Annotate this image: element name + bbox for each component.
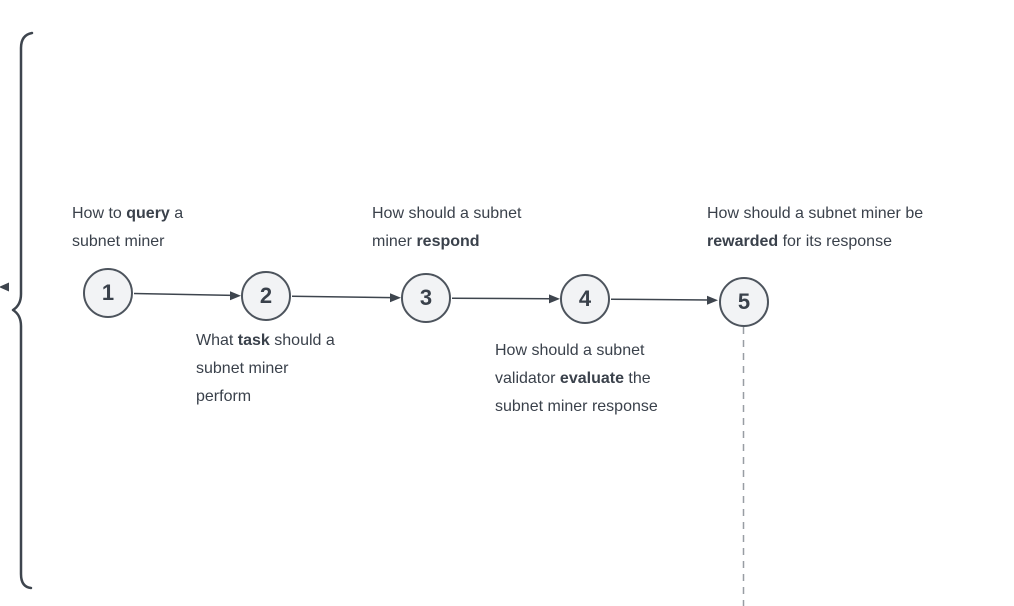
right-arrow-icon [230, 291, 241, 301]
curly-brace [11, 31, 34, 590]
right-arrow-icon [390, 293, 401, 303]
step-circle-3: 3 [401, 273, 451, 323]
step-circle-5: 5 [719, 277, 769, 327]
step-number-1: 1 [101, 280, 115, 305]
step-circle-2: 2 [241, 271, 291, 321]
connector-1-2 [133, 291, 241, 301]
connector-3-4 [451, 294, 560, 304]
right-arrow-icon [549, 294, 560, 304]
right-arrow-icon [707, 295, 718, 305]
step-circle-1: 1 [83, 268, 133, 318]
step-number-3: 3 [419, 285, 433, 310]
step-number-5: 5 [737, 289, 751, 314]
step-circle-4: 4 [560, 274, 610, 324]
step-number-2: 2 [259, 283, 273, 308]
connector-4-5 [610, 295, 718, 305]
left-arrow-icon [0, 282, 9, 292]
connector-2-3 [291, 293, 401, 303]
step-number-4: 4 [578, 286, 592, 311]
